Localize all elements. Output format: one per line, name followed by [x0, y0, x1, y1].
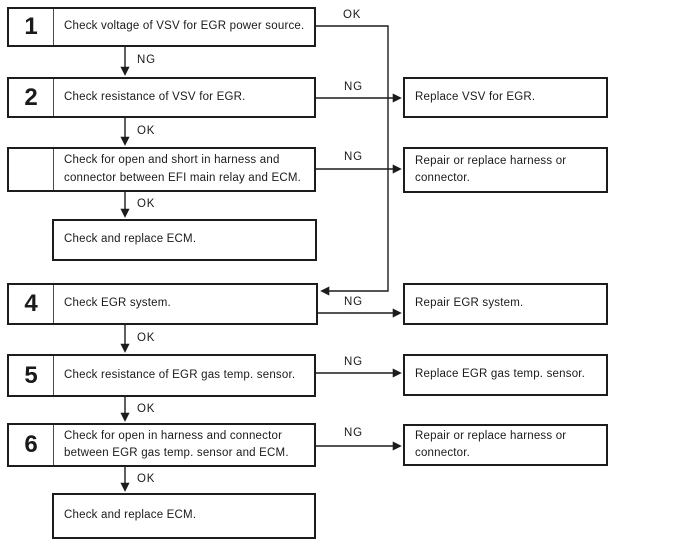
step-4-text: Check EGR system. [64, 297, 171, 310]
replace-egr-gas-temp-sensor-text: Replace EGR gas temp. sensor. [415, 368, 586, 381]
edge-label-step6-ok: OK [137, 473, 156, 485]
step-5-number: 5 [9, 356, 54, 395]
replace-vsv-for-egr-box: Replace VSV for EGR. [403, 77, 608, 118]
edge-label-step1-ok: OK [343, 9, 362, 21]
step-5-box: 5 Check resistance of EGR gas temp. sens… [7, 354, 316, 397]
edge-label-step3-ng: NG [344, 151, 363, 163]
edge-step1-ok [316, 25, 389, 296]
edge-label-step2-ng: NG [344, 81, 363, 93]
step-6-box: 6 Check for open in harness and connecto… [7, 423, 316, 467]
repair-or-replace-harness-text-2: Repair or replace harness or connector. [415, 429, 567, 459]
step-2-number: 2 [9, 79, 54, 116]
replace-egr-gas-temp-sensor-box: Replace EGR gas temp. sensor. [403, 354, 608, 396]
edge-label-step1-ng: NG [137, 54, 156, 66]
step-3-number [9, 149, 54, 190]
edge-label-step5-ok: OK [137, 403, 156, 415]
edge-label-step6-ng: NG [344, 427, 363, 439]
check-and-replace-ecm-box-2: Check and replace ECM. [52, 493, 316, 539]
check-and-replace-ecm-text-1: Check and replace ECM. [64, 233, 197, 246]
edge-label-step2-ok: OK [137, 125, 156, 137]
step-6-text: Check for open in harness and connector … [64, 429, 289, 459]
edge-label-step5-ng: NG [344, 356, 363, 368]
step-1-text: Check voltage of VSV for EGR power sourc… [64, 20, 305, 33]
repair-or-replace-harness-box-2: Repair or replace harness or connector. [403, 424, 608, 466]
step-2-box: 2 Check resistance of VSV for EGR. [7, 77, 316, 118]
step-3-text: Check for open and short in harness and … [64, 154, 302, 184]
step-3-box: Check for open and short in harness and … [7, 147, 316, 192]
repair-or-replace-harness-box-1: Repair or replace harness or connector. [403, 147, 608, 193]
repair-egr-system-box: Repair EGR system. [403, 283, 608, 325]
replace-vsv-for-egr-text: Replace VSV for EGR. [415, 90, 536, 103]
check-and-replace-ecm-box-1: Check and replace ECM. [52, 219, 317, 261]
step-5-text: Check resistance of EGR gas temp. sensor… [64, 368, 296, 381]
step-1-number: 1 [9, 9, 54, 45]
edge-label-step4-ok: OK [137, 332, 156, 344]
step-6-number: 6 [9, 425, 54, 465]
check-and-replace-ecm-text-2: Check and replace ECM. [64, 509, 197, 522]
step-4-number: 4 [9, 285, 54, 323]
repair-or-replace-harness-text-1: Repair or replace harness or connector. [415, 154, 567, 184]
edge-label-step3-ok: OK [137, 198, 156, 210]
repair-egr-system-text: Repair EGR system. [415, 297, 524, 310]
step-4-box: 4 Check EGR system. [7, 283, 318, 325]
step-2-text: Check resistance of VSV for EGR. [64, 90, 246, 103]
step-1-box: 1 Check voltage of VSV for EGR power sou… [7, 7, 316, 47]
edge-label-step4-ng: NG [344, 296, 363, 308]
